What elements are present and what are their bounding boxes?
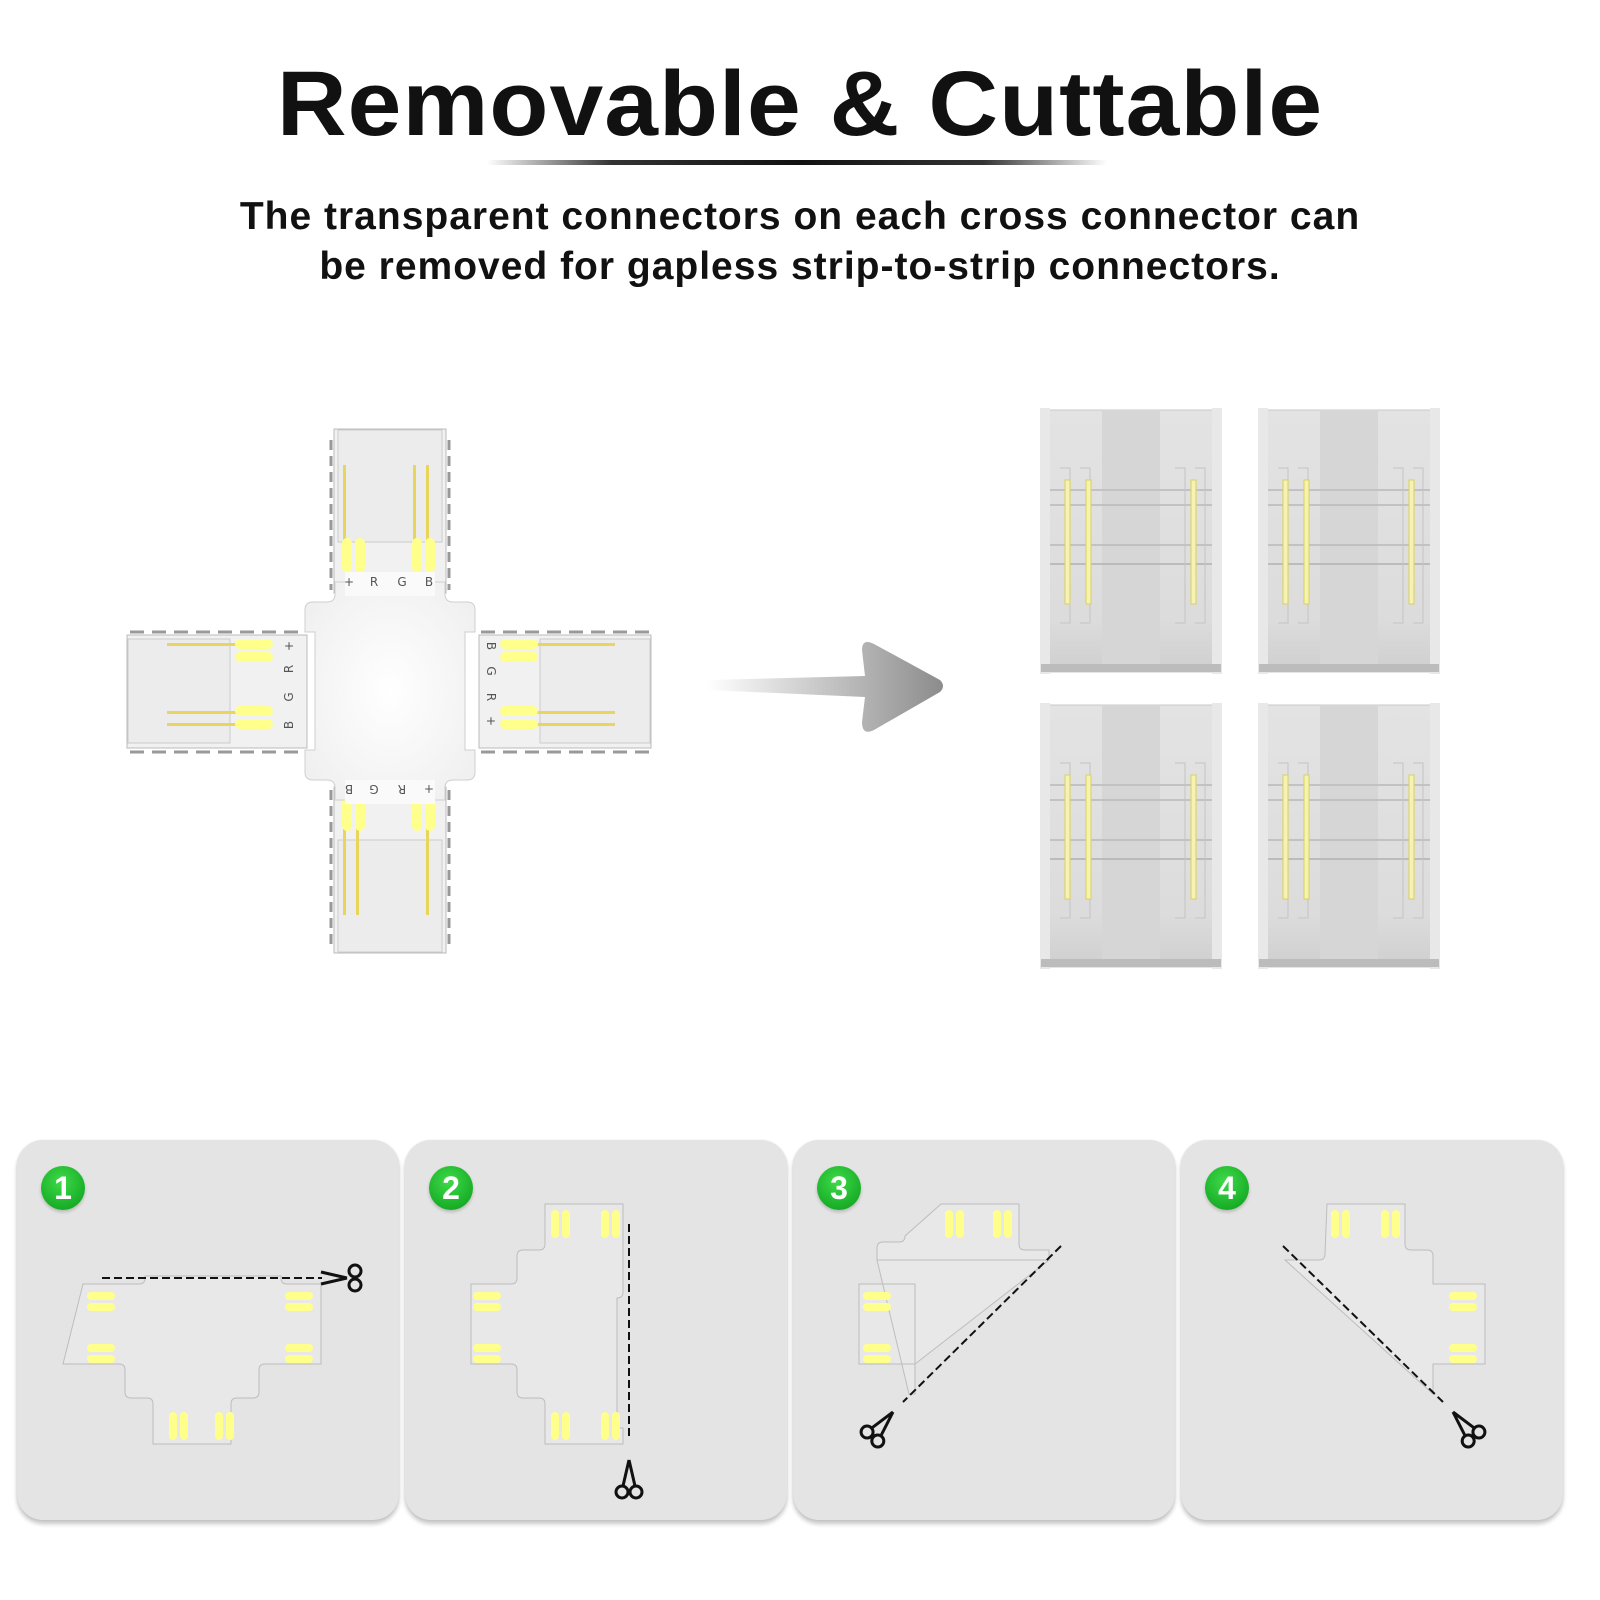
cross-connector-illustration: + R G B B G R + + R G B B G R +	[126, 428, 943, 954]
page-title: Removable & Cuttable	[276, 53, 1324, 155]
detached-clip-3	[1040, 703, 1222, 969]
step-number-badge: 4	[1205, 1166, 1249, 1210]
svg-text:R: R	[282, 665, 296, 673]
svg-text:B: B	[425, 575, 433, 589]
right-clip	[478, 630, 652, 754]
svg-text:+: +	[424, 782, 434, 796]
cut-line	[902, 1245, 1062, 1403]
l-connector-diagram	[858, 1203, 1062, 1449]
step-card-4: 4	[1181, 1140, 1563, 1520]
step-number-badge: 1	[41, 1166, 85, 1210]
svg-text:B: B	[282, 721, 296, 729]
svg-text:+: +	[484, 716, 498, 726]
svg-text:+: +	[344, 575, 354, 589]
svg-text:G: G	[369, 782, 378, 796]
top-clip	[329, 428, 451, 594]
t-connector-rotated-diagram	[470, 1203, 644, 1500]
step-card-2: 2	[405, 1140, 787, 1520]
svg-text:B: B	[345, 782, 353, 796]
step-number-badge: 3	[817, 1166, 861, 1210]
cross-center	[304, 581, 476, 801]
subtitle: The transparent connectors on each cross…	[0, 192, 1600, 292]
svg-text:+: +	[282, 641, 296, 651]
step-number-badge: 2	[429, 1166, 473, 1210]
scissors-icon	[614, 1459, 644, 1500]
svg-text:B: B	[484, 642, 498, 650]
svg-text:G: G	[484, 666, 498, 675]
svg-text:G: G	[397, 575, 406, 589]
l-connector-mirrored-diagram	[1282, 1203, 1487, 1449]
detached-clip-2	[1258, 408, 1440, 674]
scissors-icon	[320, 1263, 363, 1293]
subtitle-line-1: The transparent connectors on each cross…	[239, 195, 1361, 238]
svg-text:R: R	[484, 693, 498, 701]
bottom-clip	[329, 786, 451, 954]
step-card-1: 1	[17, 1140, 399, 1520]
title-underline	[487, 160, 1107, 165]
scissors-icon	[1451, 1410, 1487, 1449]
left-clip	[126, 630, 308, 754]
detached-clip-1	[1040, 408, 1222, 674]
scissors-icon	[859, 1410, 895, 1449]
subtitle-line-2: be removed for gapless strip-to-strip co…	[319, 245, 1281, 288]
cut-line	[1282, 1245, 1444, 1403]
step-card-3: 3	[793, 1140, 1175, 1520]
detached-clip-4	[1258, 703, 1440, 969]
svg-text:R: R	[370, 575, 378, 589]
arrow-right-icon	[707, 642, 943, 732]
svg-text:R: R	[398, 782, 406, 796]
svg-text:G: G	[282, 692, 296, 701]
t-connector-diagram	[62, 1263, 363, 1445]
